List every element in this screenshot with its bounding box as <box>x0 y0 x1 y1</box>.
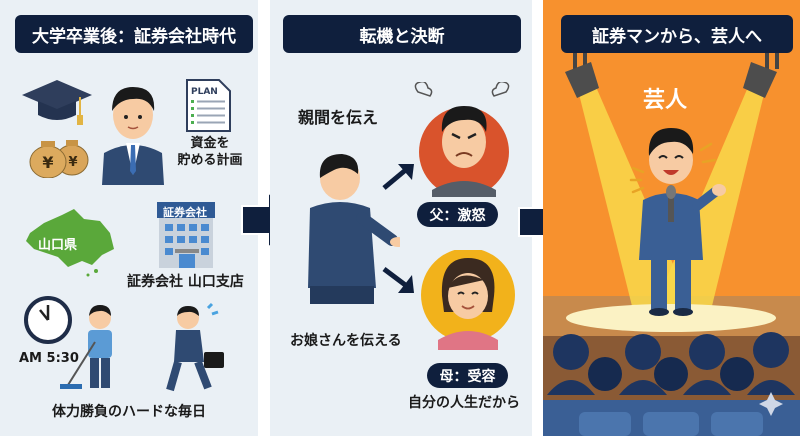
daily-hardship-caption: 体力勝負のハードな毎日 <box>52 404 206 420</box>
panel3-title: 証券マンから、芸人へ <box>561 15 793 53</box>
sparkle-icon <box>759 392 783 416</box>
tell-mother-caption: お娘さんを伝える <box>290 333 402 349</box>
securities-office-building-icon <box>157 202 215 268</box>
money-bags-icon: ¥ ¥ <box>29 140 89 178</box>
son-illustration <box>308 154 400 304</box>
panel-securities-era: 大学卒業後：証券会社時代 ¥ ¥ PLAN 資金を 貯める計画 <box>0 0 258 436</box>
graduation-cap-icon <box>22 80 92 125</box>
stage-label: 芸人 <box>643 88 688 113</box>
arrow-to-father-icon <box>382 164 414 190</box>
arrow-to-mother-icon <box>382 267 414 293</box>
mother-quote: 自分の人生だから <box>408 395 520 411</box>
panel-turning-point: 転機と決断 親間を伝え 父：激怒 お娘さんを伝 <box>270 0 532 436</box>
father-reaction-badge: 父：激怒 <box>417 202 498 227</box>
savings-caption-line2: 貯める計画 <box>177 153 243 168</box>
svg-text:¥: ¥ <box>42 153 53 172</box>
rushing-businessman-illustration <box>166 302 224 392</box>
savings-plan-caption: 資金を 貯める計画 <box>175 135 245 169</box>
clock-time: AM 5:30 <box>19 351 79 366</box>
cleaning-worker-illustration <box>60 305 112 389</box>
clock-icon <box>24 296 72 344</box>
svg-text:¥: ¥ <box>68 155 77 170</box>
svg-text:PLAN: PLAN <box>191 87 218 97</box>
yamaguchi-map-icon <box>26 209 114 277</box>
mother-reaction-badge: 母：受容 <box>427 363 508 388</box>
tell-father-caption: 親間を伝え <box>298 108 379 127</box>
map-label: 山口県 <box>38 238 78 253</box>
businessman-illustration <box>102 87 164 185</box>
building-sign: 証券会社 <box>163 206 207 219</box>
savings-caption-line1: 資金を <box>190 136 230 151</box>
panel2-title: 転機と決断 <box>283 15 521 53</box>
panel1-title: 大学卒業後：証券会社時代 <box>15 15 253 53</box>
panel-comedian: 証券マンから、芸人へ 芸人 <box>543 0 800 436</box>
branch-caption: 証券会社 山口支店 <box>127 274 244 290</box>
accepting-mother-illustration <box>421 250 515 350</box>
angry-father-illustration <box>414 82 510 197</box>
stage-background <box>543 53 800 436</box>
plan-document-icon: PLAN <box>186 79 231 132</box>
